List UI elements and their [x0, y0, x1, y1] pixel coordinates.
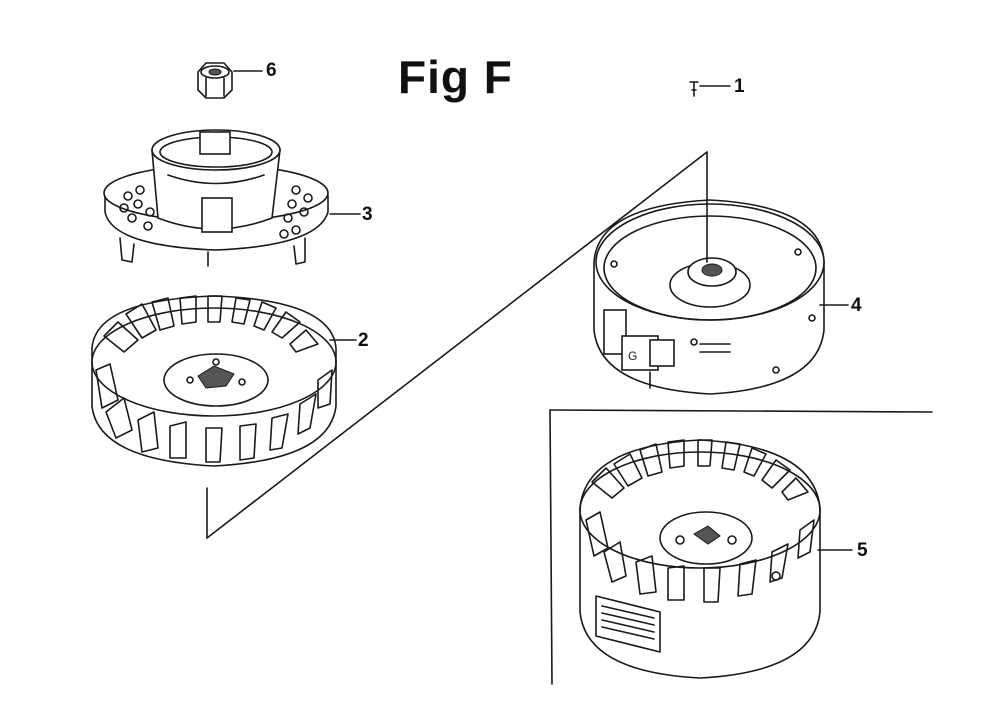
part-4-flywheel: G — [593, 199, 849, 395]
part-3-starter-pulley — [103, 129, 361, 267]
callout-2: 2 — [358, 330, 369, 351]
callout-5: 5 — [857, 540, 868, 561]
callout-3: 3 — [362, 204, 373, 225]
part-2-cooling-fan — [91, 295, 357, 467]
figure-title: Fig F — [398, 51, 513, 103]
part-5-fan-assembly — [579, 439, 853, 679]
part-1-key — [689, 81, 731, 263]
callout-6: 6 — [266, 60, 277, 81]
svg-text:G: G — [628, 349, 637, 363]
callout-1: 1 — [734, 76, 745, 97]
part-6-nut — [197, 62, 263, 99]
callout-4: 4 — [851, 295, 862, 316]
assembly-guide-lines — [206, 151, 933, 685]
